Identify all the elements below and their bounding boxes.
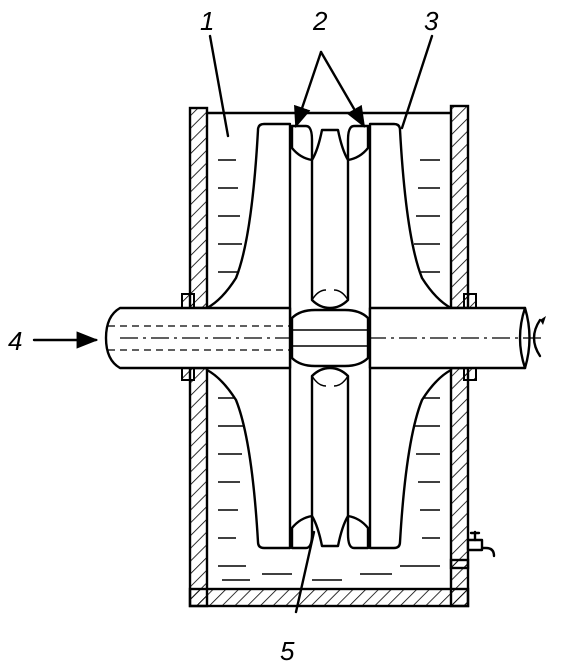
leader-2b: [319, 50, 366, 128]
hub: [290, 308, 370, 368]
drain-pipe: [466, 546, 496, 558]
upper-rim-left: [290, 124, 314, 162]
housing-bottom: [188, 587, 470, 608]
label-2: 2: [312, 6, 328, 36]
leader-1: [208, 34, 230, 138]
leaders: [32, 34, 434, 614]
rotation-arrow: [532, 318, 542, 358]
hub-fillet-top: [311, 289, 349, 301]
liquid: [218, 159, 440, 581]
housing-left-wall-upper: [188, 106, 209, 310]
label-1: 1: [200, 6, 214, 36]
housing-left-wall-lower: [188, 366, 209, 608]
label-4: 4: [8, 326, 22, 356]
left-seal-top: [181, 293, 195, 309]
shaft: [104, 306, 546, 370]
lower-web: [310, 366, 350, 548]
housing-right-wall-lower: [449, 366, 470, 570]
drain-body: [466, 538, 484, 552]
housing-right-wall-foot: [449, 558, 470, 608]
leader-2a: [294, 50, 323, 129]
drain-plug: [466, 530, 496, 558]
center-assembly: [290, 124, 370, 550]
label-5: 5: [280, 636, 295, 666]
housing: [181, 104, 477, 608]
right-seal-top: [463, 293, 477, 309]
label-3: 3: [424, 6, 439, 36]
upper-web: [310, 128, 350, 310]
lower-rim-left: [290, 514, 314, 550]
leader-3: [400, 34, 434, 130]
upper-rim-right: [346, 124, 370, 162]
leader-5: [294, 530, 316, 614]
lower-rim-right: [346, 514, 370, 550]
rotation-arrow-head: [540, 316, 546, 325]
hub-fillet-bottom: [311, 375, 349, 387]
housing-right-wall-upper: [449, 104, 470, 310]
